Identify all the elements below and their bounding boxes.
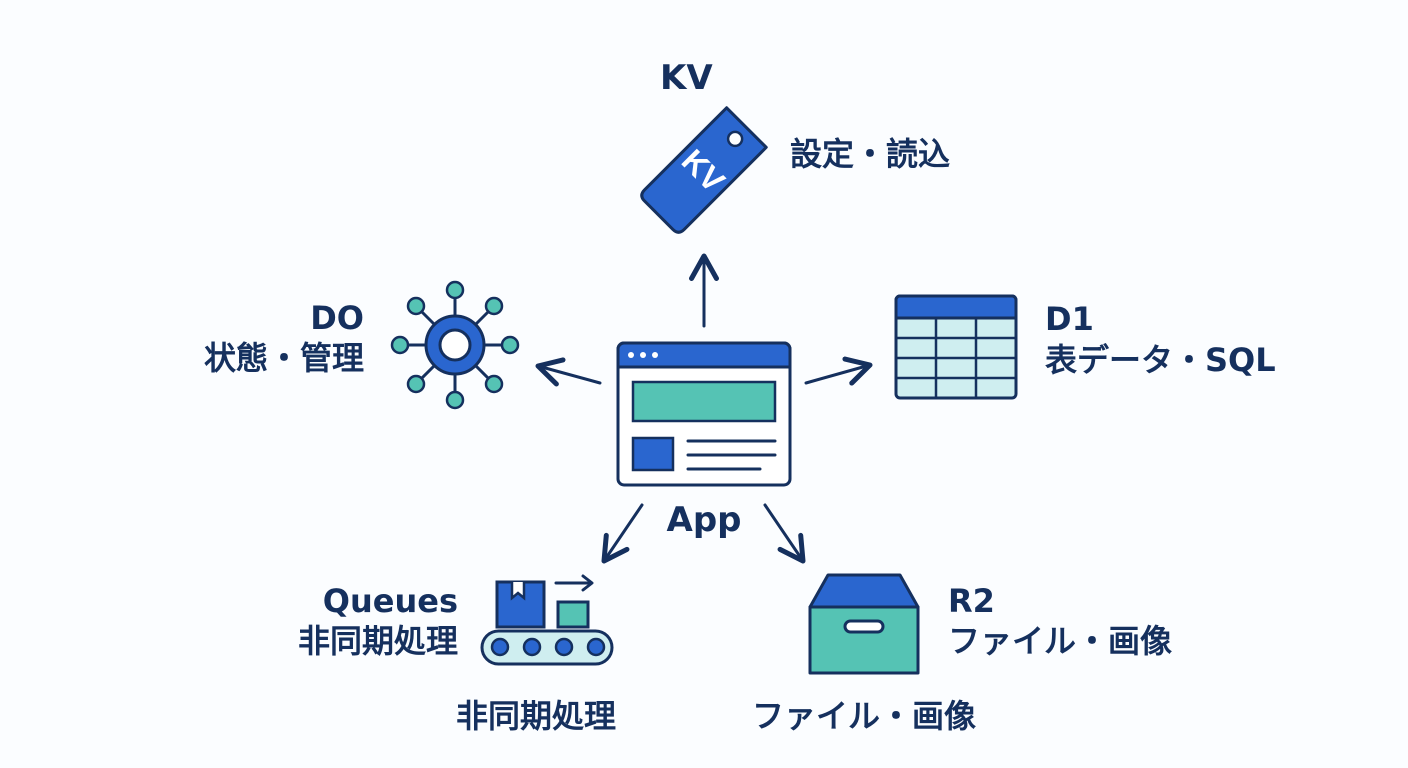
app-window-icon	[616, 341, 792, 487]
queues-title: Queues	[322, 582, 458, 620]
app-label: App	[666, 500, 742, 540]
arrow-to-r2	[763, 503, 806, 564]
do-title: DO	[310, 299, 364, 337]
queues-caption: 非同期処理	[456, 697, 617, 735]
r2-title: R2	[948, 582, 995, 620]
arrows	[535, 253, 873, 564]
d1-title: D1	[1045, 300, 1094, 338]
do-hub-icon	[390, 280, 520, 410]
do-description: 状態・管理	[203, 339, 364, 377]
r2-caption: ファイル・画像	[752, 697, 977, 735]
queues-conveyor-icon	[480, 574, 614, 666]
queues-description: 非同期処理	[297, 622, 458, 660]
arrow-to-queues	[601, 503, 644, 564]
kv-tag-icon: KV	[640, 106, 768, 234]
d1-description: 表データ・SQL	[1045, 341, 1276, 379]
arrow-to-do	[535, 357, 602, 387]
r2-description: ファイル・画像	[948, 622, 1173, 660]
kv-title: KV	[660, 58, 713, 98]
arrow-to-d1	[804, 356, 873, 386]
r2-box-icon	[808, 573, 920, 675]
d1-table-icon	[894, 294, 1018, 400]
kv-description: 設定・読込	[790, 135, 951, 173]
